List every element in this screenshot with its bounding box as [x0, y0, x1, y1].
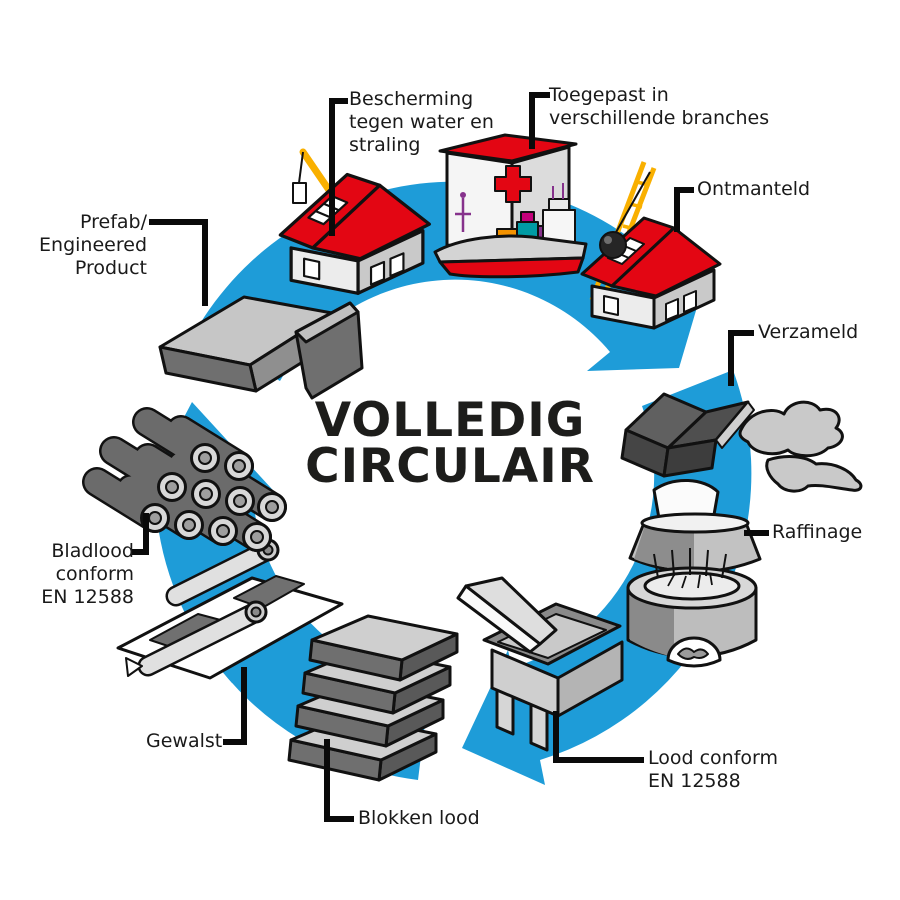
refining-pot-icon: [628, 478, 762, 574]
label-line: tegen water en: [349, 111, 494, 133]
pot-shadow: [634, 525, 694, 571]
label-line: Blokken lood: [358, 807, 480, 829]
mast-top: [460, 192, 466, 198]
furnace-mouth: [643, 571, 741, 601]
leader-ontmanteld: [674, 187, 694, 232]
building-roof: [438, 133, 578, 163]
label-line: Engineered: [39, 234, 147, 256]
label-bladlood: Bladlood conform EN 12588: [18, 540, 134, 609]
leader-bescherming: [329, 98, 348, 236]
leader-lines: [131, 92, 769, 822]
title-line: VOLLEDIG: [314, 393, 586, 448]
leader-bladlood: [131, 513, 149, 555]
roller-back: [168, 542, 276, 604]
plate-top: [294, 301, 360, 344]
hull-upper: [433, 234, 588, 264]
label-line: verschillende branches: [549, 107, 770, 129]
label-bescherming: Bescherming tegen water en straling: [349, 88, 494, 157]
leader-lood-conform: [553, 711, 644, 763]
ingot: [308, 614, 459, 682]
title-line: CIRCULAIR: [305, 439, 595, 494]
pot-rim: [640, 512, 750, 534]
leader-prefab: [149, 219, 208, 306]
ball-highlight: [604, 236, 612, 244]
container: [520, 211, 535, 223]
crane-cable: [298, 151, 304, 184]
sheet-layers: [715, 401, 755, 449]
label-line: conform: [55, 563, 134, 585]
mast: [455, 198, 471, 232]
label-lood-conform: Lood conform EN 12588: [648, 747, 778, 793]
melting-furnace-icon: [626, 548, 758, 668]
label-line: Prefab/: [79, 211, 147, 233]
label-line: straling: [349, 134, 421, 156]
label-line: Lood conform: [648, 747, 779, 769]
scrap-piece: [738, 400, 844, 458]
roll-ends: [140, 443, 287, 552]
antenna: [552, 183, 564, 199]
label-line: Verzameld: [758, 321, 859, 343]
wrecking-ball-icon: [599, 171, 651, 259]
scrap-lead-icon: [620, 392, 863, 493]
folded-sheet-edge: [662, 438, 718, 478]
bridge-top: [548, 198, 570, 211]
red-cross-icon: [494, 165, 532, 203]
leader-toegepast: [529, 92, 550, 149]
leader-gewalst: [223, 667, 247, 745]
leader-blokken-lood: [324, 739, 354, 822]
furnace-hatch: [667, 572, 713, 589]
leader-verzameld: [728, 330, 754, 386]
crane-hook-block: [292, 182, 307, 204]
label-line: Bescherming: [349, 88, 474, 110]
label-line: Toegepast in: [549, 84, 669, 106]
label-raffinage: Raffinage: [772, 521, 862, 544]
furnace-spikes: [653, 548, 727, 579]
direction-arrow-icon: [125, 657, 143, 677]
roller-axle: [250, 606, 262, 618]
lead-rolls-icon: [82, 407, 287, 552]
label-line: Product: [74, 257, 147, 279]
hull-lower: [438, 256, 585, 279]
label-toegepast: Toegepast in verschillende branches: [549, 84, 769, 130]
wrecking-ball: [599, 231, 627, 259]
scrap-in-arch: [677, 647, 709, 660]
label-line: Raffinage: [772, 521, 863, 543]
label-ontmanteld: Ontmanteld: [697, 178, 810, 201]
label-line: Gewalst: [146, 730, 223, 752]
pouring-chute: [464, 576, 558, 646]
prefab-profiles-icon: [158, 295, 364, 400]
label-prefab: Prefab/ Engineered Product: [25, 211, 147, 280]
lead-ingots-icon: [287, 614, 459, 782]
label-line: EN 12588: [41, 586, 134, 608]
label-line: Ontmanteld: [697, 178, 811, 200]
ball-cable: [614, 171, 651, 235]
label-line: Bladlood: [51, 540, 134, 562]
scrap-piece: [765, 455, 863, 493]
label-verzameld: Verzameld: [758, 321, 858, 344]
hospital-ship-icon: [433, 133, 588, 279]
diagram-title: VOLLEDIG CIRCULAIR: [270, 393, 630, 494]
label-line: EN 12588: [648, 770, 741, 792]
casting-mould-icon: [456, 576, 624, 752]
label-blokken-lood: Blokken lood: [358, 807, 480, 830]
label-gewalst: Gewalst: [146, 730, 222, 753]
profile-front: [158, 345, 258, 393]
rolling-mill-icon: [116, 538, 344, 680]
mould-side: [556, 640, 624, 718]
roller-front: [140, 604, 264, 674]
